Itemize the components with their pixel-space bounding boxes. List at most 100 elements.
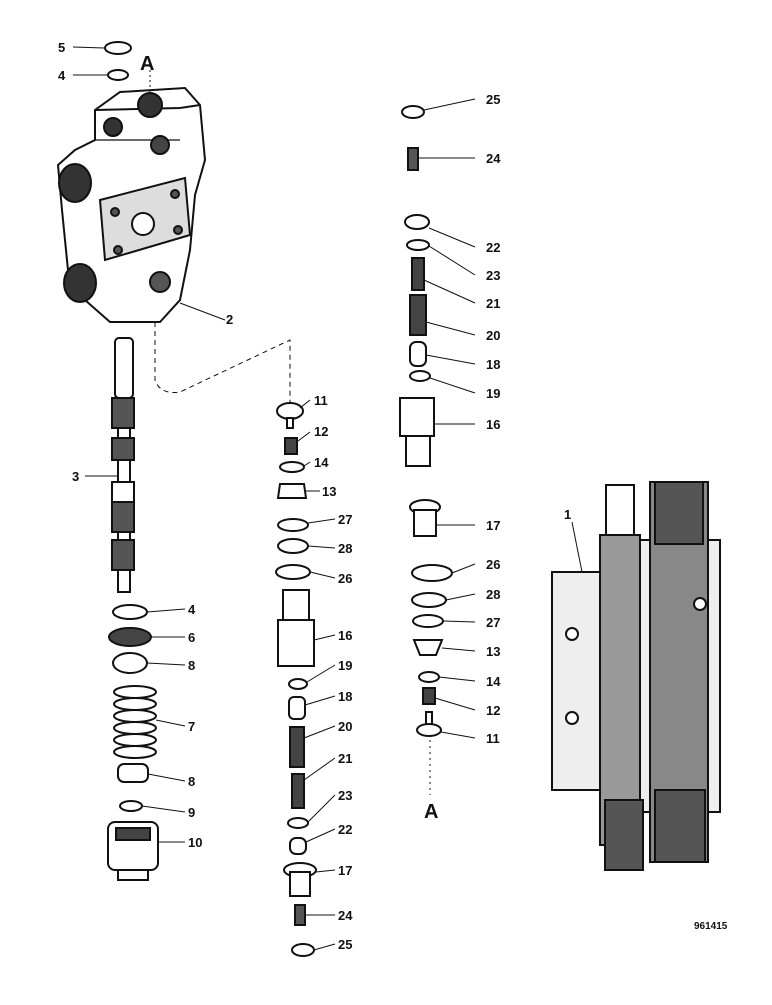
poppet-stem [286, 417, 294, 429]
valve-section-view [551, 481, 721, 871]
ring-part-26 [275, 564, 311, 580]
spring-part-12 [284, 437, 298, 455]
spring-part-21-upper [411, 257, 425, 291]
callout-right-top-25: 25 [486, 92, 500, 107]
nut-part-25-upper [401, 105, 425, 119]
circlip-part-9 [119, 800, 143, 812]
callout-left-4: 4 [188, 602, 196, 617]
callout-left-9: 9 [188, 805, 195, 820]
adjuster-part-17 [283, 862, 317, 897]
callout-right-top-24: 24 [486, 151, 501, 166]
callout-middle-21: 21 [338, 751, 352, 766]
callout-middle-11: 11 [314, 393, 328, 408]
cap-part-22 [289, 837, 307, 855]
callout-right-top-19: 19 [486, 386, 500, 401]
callout-middle-16: 16 [338, 628, 352, 643]
section-mark-a-bottom: A [424, 801, 438, 823]
spring-part-21 [291, 773, 305, 809]
callout-right-bottom-12: 12 [486, 703, 500, 718]
poppet-part-11 [276, 402, 304, 420]
callout-middle-22: 22 [338, 822, 352, 837]
cap-part-22-upper [404, 214, 430, 230]
seat-part-13 [276, 483, 308, 499]
valve-cartridge-part-16 [277, 589, 315, 667]
screw-part-24-upper [407, 147, 419, 171]
callout-left-3: 3 [72, 469, 79, 484]
o-ring-part-14 [279, 461, 305, 473]
label-leaders [72, 46, 583, 951]
ring-part-26-lower [411, 564, 453, 582]
ring-part-28 [277, 538, 309, 554]
ring-part-27-lower [412, 614, 444, 628]
spring-part-20 [289, 726, 305, 768]
callout-middle-18: 18 [338, 689, 352, 704]
spring-cup-part-8-lower [117, 763, 149, 783]
spring-part-12-lower [422, 687, 436, 705]
callout-right-bottom-17: 17 [486, 518, 500, 533]
callout-left-6: 6 [188, 630, 195, 645]
o-ring-part-19-upper [409, 370, 431, 382]
callout-left-7: 7 [188, 719, 195, 734]
callout-right-bottom-28: 28 [486, 587, 500, 602]
plunger-part-18-upper [409, 341, 427, 367]
callout-middle-23: 23 [338, 788, 352, 803]
callout-middle-14: 14 [314, 455, 329, 470]
valve-body-housing [56, 86, 207, 323]
callout-left-2: 2 [226, 312, 233, 327]
plunger-part-18 [288, 696, 306, 720]
callout-left-8: 8 [188, 658, 195, 673]
callout-right-top-18: 18 [486, 357, 500, 372]
callout-left-10: 10 [188, 835, 202, 850]
callout-labels: 5423468789101112141327282616191820212322… [58, 40, 571, 952]
callout-middle-20: 20 [338, 719, 352, 734]
callout-right-top-20: 20 [486, 328, 500, 343]
callout-left-5: 5 [58, 40, 65, 55]
spring-cup-part-8 [112, 652, 148, 674]
callout-middle-13: 13 [322, 484, 336, 499]
o-ring-part-4 [107, 69, 129, 81]
callout-middle-12: 12 [314, 424, 328, 439]
callout-middle-28: 28 [338, 541, 352, 556]
callout-middle-17: 17 [338, 863, 352, 878]
spool [111, 337, 135, 593]
callout-right-bottom-27: 27 [486, 615, 500, 630]
section-mark-a-top: A [140, 53, 154, 75]
o-ring-part-23-upper [406, 239, 430, 251]
spring-part-20-upper [409, 294, 427, 336]
dashed-connector [154, 322, 291, 402]
callout-section-view-1: 1 [564, 507, 571, 522]
nut-part-25 [291, 943, 315, 957]
callout-middle-25: 25 [338, 937, 352, 952]
seal-part-5 [104, 41, 132, 55]
spring-part-7 [113, 685, 157, 759]
ring-part-28-lower [411, 592, 447, 608]
washer-part-6 [108, 627, 152, 647]
o-ring-part-23 [287, 817, 309, 829]
callout-right-bottom-13: 13 [486, 644, 500, 659]
leader-lines [149, 65, 431, 795]
poppet-part-11-lower [416, 723, 442, 737]
callout-middle-26: 26 [338, 571, 352, 586]
o-ring-part-4-lower [112, 604, 148, 620]
end-cap-part-10 [107, 821, 159, 881]
o-ring-part-19 [288, 678, 308, 690]
seat-part-13-lower [412, 639, 444, 656]
callout-right-bottom-14: 14 [486, 674, 501, 689]
o-ring-part-14-lower [418, 671, 440, 683]
callout-right-top-21: 21 [486, 296, 500, 311]
valve-cartridge-part-16-upper [399, 397, 435, 467]
callout-middle-19: 19 [338, 658, 352, 673]
callout-right-top-16: 16 [486, 417, 500, 432]
callout-middle-27: 27 [338, 512, 352, 527]
callout-right-bottom-11: 11 [486, 731, 500, 746]
callout-right-top-22: 22 [486, 240, 500, 255]
callout-middle-24: 24 [338, 908, 353, 923]
callout-right-top-23: 23 [486, 268, 500, 283]
callout-left-8: 8 [188, 774, 195, 789]
screw-part-24 [294, 904, 306, 926]
adjuster-part-17-lower [409, 499, 441, 537]
callout-left-4: 4 [58, 68, 66, 83]
reference-code: 961415 [694, 921, 728, 932]
